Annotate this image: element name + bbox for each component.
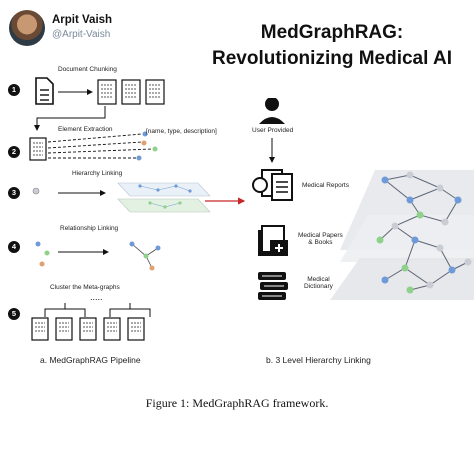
author-handle[interactable]: @Arpit-Vaish	[52, 29, 111, 40]
label-element-extraction: Element Extraction	[58, 126, 113, 133]
label-hierarchy-linking: Hierarchy Linking	[72, 170, 123, 177]
papers-books-icon	[258, 225, 288, 256]
document-icon	[35, 77, 54, 105]
cluster-illustration: .....	[31, 292, 151, 341]
extraction-illustration	[29, 131, 158, 161]
label-cluster-meta-graphs: Cluster the Meta-graphs	[50, 284, 120, 291]
label-document-chunking: Document Chunking	[58, 66, 117, 73]
label-medical-papers-books: Medical Papers & Books	[298, 232, 343, 246]
step-badge-5: 5	[8, 308, 20, 320]
page-title: MedGraphRAG: Revolutionizing Medical AI	[200, 20, 464, 72]
title-line-2: Revolutionizing Medical AI	[212, 48, 452, 69]
dictionary-icon	[258, 272, 288, 300]
report-icon	[252, 169, 293, 201]
label-medical-reports: Medical Reports	[302, 182, 349, 189]
caption-hierarchy: b. 3 Level Hierarchy Linking	[266, 355, 371, 365]
author-avatar[interactable]	[9, 10, 45, 46]
chunk-pages	[97, 79, 165, 105]
label-medical-dictionary: Medical Dictionary	[304, 276, 333, 290]
figure-caption: Figure 1: MedGraphRAG framework.	[145, 396, 329, 410]
hierarchy-linking-illustration	[32, 182, 246, 213]
step-badge-4: 4	[8, 241, 20, 253]
three-level-graph	[330, 170, 474, 300]
chunking-illustration	[34, 77, 165, 131]
title-line-1: MedGraphRAG:	[260, 22, 404, 43]
relationship-linking-illustration	[35, 241, 161, 271]
step-badge-3: 3	[8, 187, 20, 199]
step-badge-2: 2	[8, 146, 20, 158]
user-icon	[259, 95, 285, 124]
label-user-provided: User Provided	[252, 127, 294, 134]
label-extraction-schema: [name, type, description]	[146, 128, 217, 135]
step-badge-1: 1	[8, 84, 20, 96]
label-relationship-linking: Relationship Linking	[60, 225, 119, 232]
caption-pipeline: a. MedGraphRAG Pipeline	[40, 355, 141, 365]
svg-text:.....: .....	[90, 292, 103, 302]
author-name[interactable]: Arpit Vaish	[52, 14, 113, 26]
